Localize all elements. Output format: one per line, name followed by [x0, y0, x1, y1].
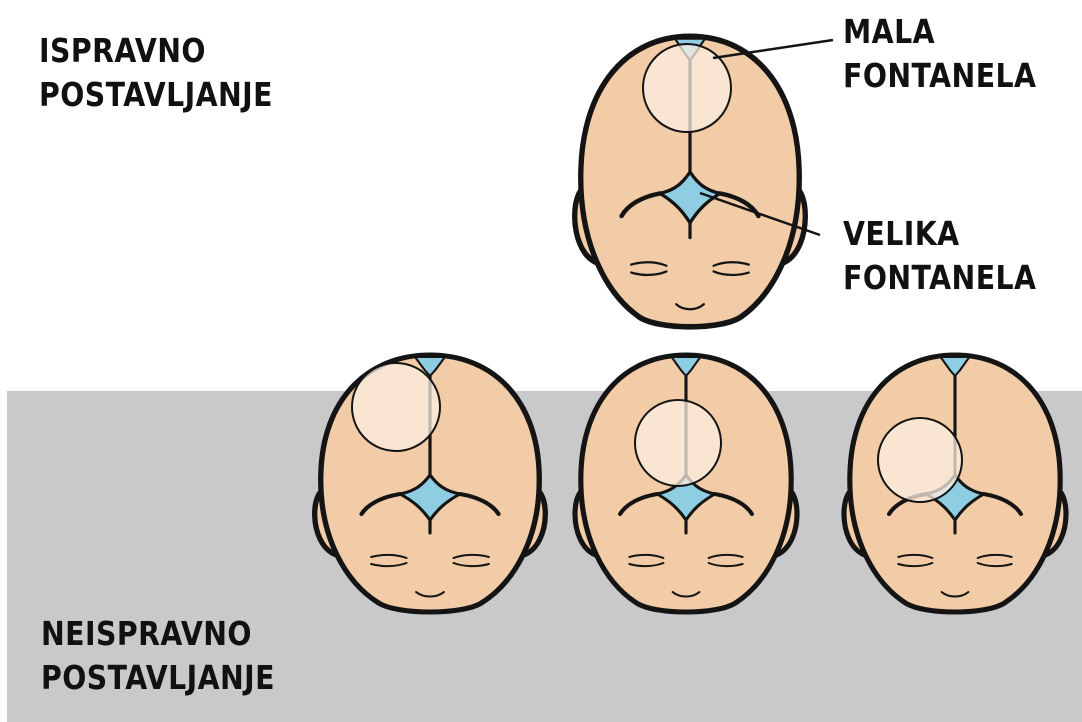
baby-head-correct: [575, 36, 806, 326]
label-large-fontanel-line-2: FONTANELA: [843, 256, 1036, 300]
probe-circle-incorrect-2: [635, 400, 721, 486]
probe-circle-incorrect-1: [352, 363, 440, 451]
label-correct-line-2: POSTAVLJANJE: [39, 73, 273, 117]
label-incorrect-line-1: NEISPRAVNO: [41, 612, 275, 656]
label-incorrect-placement: NEISPRAVNO POSTAVLJANJE: [41, 612, 275, 700]
label-large-fontanel: VELIKA FONTANELA: [843, 212, 1036, 300]
label-small-fontanel: MALA FONTANELA: [843, 10, 1036, 98]
label-small-fontanel-line-1: MALA: [843, 10, 1036, 54]
label-incorrect-line-2: POSTAVLJANJE: [41, 656, 275, 700]
label-large-fontanel-line-1: VELIKA: [843, 212, 1036, 256]
probe-circle-incorrect-3: [878, 418, 962, 502]
label-correct-placement: ISPRAVNO POSTAVLJANJE: [39, 29, 273, 117]
label-small-fontanel-line-2: FONTANELA: [843, 54, 1036, 98]
baby-head-incorrect-2: [575, 355, 797, 612]
label-correct-line-1: ISPRAVNO: [39, 29, 273, 73]
baby-head-incorrect-3: [844, 355, 1066, 612]
baby-head-incorrect-1: [315, 355, 546, 612]
